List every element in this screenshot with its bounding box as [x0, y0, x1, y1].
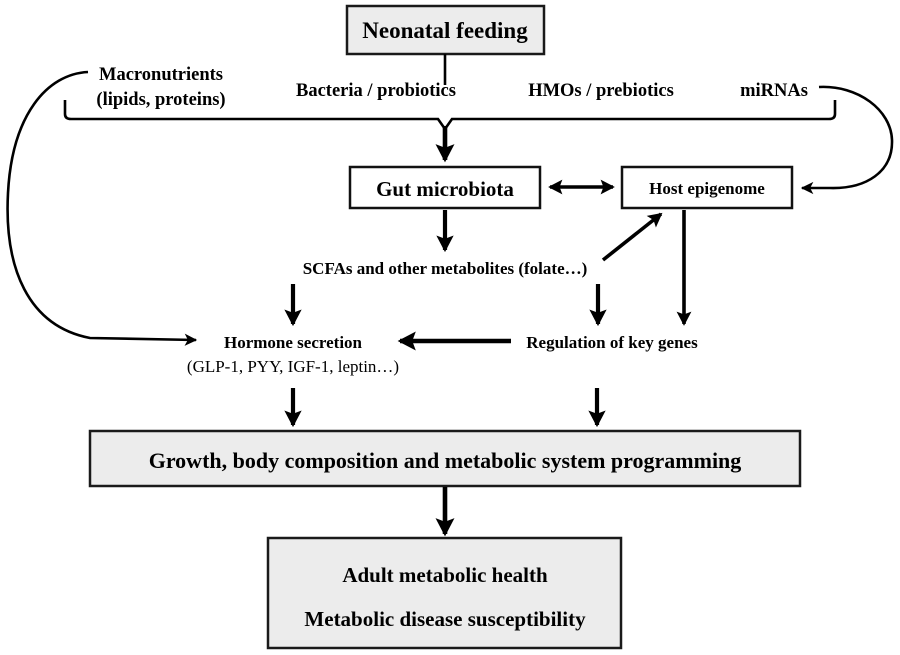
neonatal-feeding-label: Neonatal feeding	[362, 18, 528, 43]
node-hormone-secretion: Hormone secretion (GLP-1, PYY, IGF-1, le…	[187, 333, 399, 376]
hmos-prebiotics-label: HMOs / prebiotics	[528, 81, 674, 101]
mirnas-label: miRNAs	[740, 81, 808, 101]
edge-mirnas-to-epigenome-curve	[800, 85, 894, 195]
macronutrients-label-line2: (lipids, proteins)	[96, 90, 225, 110]
scfas-label: SCFAs and other metabolites (folate…)	[303, 259, 588, 278]
gut-microbiota-label: Gut microbiota	[376, 177, 514, 201]
regulation-key-genes-label: Regulation of key genes	[526, 333, 698, 352]
node-gut-microbiota: Gut microbiota	[348, 165, 542, 210]
adult-metabolic-health-box	[266, 536, 623, 650]
node-growth-programming: Growth, body composition and metabolic s…	[88, 429, 802, 488]
host-epigenome-label: Host epigenome	[649, 179, 765, 198]
macronutrients-label-line1: Macronutrients	[99, 65, 223, 85]
node-neonatal-feeding: Neonatal feeding	[345, 4, 546, 56]
node-macronutrients: Macronutrients (lipids, proteins)	[96, 65, 225, 110]
hormone-secretion-label: Hormone secretion	[224, 333, 363, 352]
edge-macronutrients-to-hormone-curve	[6, 70, 198, 346]
edge-scfas-to-epigenome	[601, 212, 663, 262]
adult-health-label-line2: Metabolic disease susceptibility	[304, 607, 586, 631]
neonatal-feeding-box	[345, 4, 546, 56]
growth-programming-box	[88, 429, 802, 488]
adult-health-label-line1: Adult metabolic health	[342, 563, 548, 587]
growth-programming-label: Growth, body composition and metabolic s…	[149, 448, 742, 473]
hormone-examples-label: (GLP-1, PYY, IGF-1, leptin…)	[187, 357, 399, 376]
node-adult-metabolic-health: Adult metabolic health Metabolic disease…	[266, 536, 623, 650]
host-epigenome-box	[620, 165, 794, 210]
bacteria-probiotics-label: Bacteria / probiotics	[296, 81, 456, 101]
node-host-epigenome: Host epigenome	[620, 165, 794, 210]
gut-microbiota-box	[348, 165, 542, 210]
